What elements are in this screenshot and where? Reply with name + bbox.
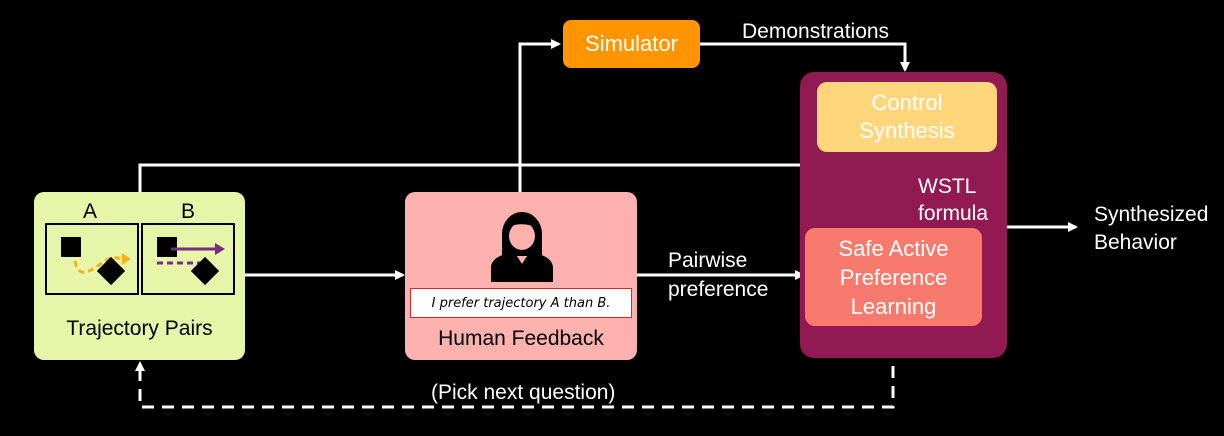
arrow-pick-next-question: [135, 326, 895, 409]
control-synthesis-line1: Control: [871, 90, 943, 115]
preference-note: I prefer trajectory A than B.: [410, 288, 632, 318]
trajectory-pairs-box: A B Trajectory Pairs: [34, 192, 245, 360]
trajectory-a-panel: [45, 223, 139, 295]
wstl-label-line1: WSTL: [918, 175, 977, 198]
simulator-box: Simulator: [563, 20, 700, 68]
learning-line1: Safe Active: [838, 235, 949, 261]
safe-active-learning-box: Safe Active Preference Learning: [805, 228, 982, 326]
trajectory-b-sketch: [157, 237, 225, 286]
synthesized-label-line1: Synthesized: [1094, 203, 1209, 226]
human-feedback-caption: Human Feedback: [438, 327, 604, 350]
person-icon: [491, 212, 553, 282]
pairwise-label-line2: preference: [668, 278, 769, 301]
control-synthesis-line2: Synthesis: [859, 118, 955, 143]
system-container: Control Synthesis Safe Active Preference…: [800, 72, 1007, 358]
demonstrations-label: Demonstrations: [742, 20, 890, 43]
simulator-label: Simulator: [585, 31, 678, 56]
preference-note-text: I prefer trajectory A than B.: [431, 295, 611, 311]
pairwise-label-line1: Pairwise: [668, 249, 748, 272]
wstl-label-line2: formula: [918, 202, 989, 225]
arrow-demonstrations: [700, 42, 910, 72]
synthesized-label-line2: Behavior: [1094, 231, 1177, 254]
arrow-human-to-simulator: [518, 39, 561, 192]
trajectory-pairs-caption: Trajectory Pairs: [66, 317, 213, 340]
pair-a-label: A: [82, 200, 97, 223]
pick-next-question-label: (Pick next question): [431, 381, 616, 404]
trajectory-a-sketch: [61, 237, 131, 286]
pair-b-label: B: [180, 200, 195, 223]
trajectory-b-panel: [141, 223, 235, 295]
human-feedback-box: I prefer trajectory A than B. Human Feed…: [405, 192, 637, 360]
learning-line3: Learning: [850, 293, 937, 319]
learning-line2: Preference: [839, 264, 948, 290]
control-synthesis-box: Control Synthesis: [817, 82, 997, 152]
